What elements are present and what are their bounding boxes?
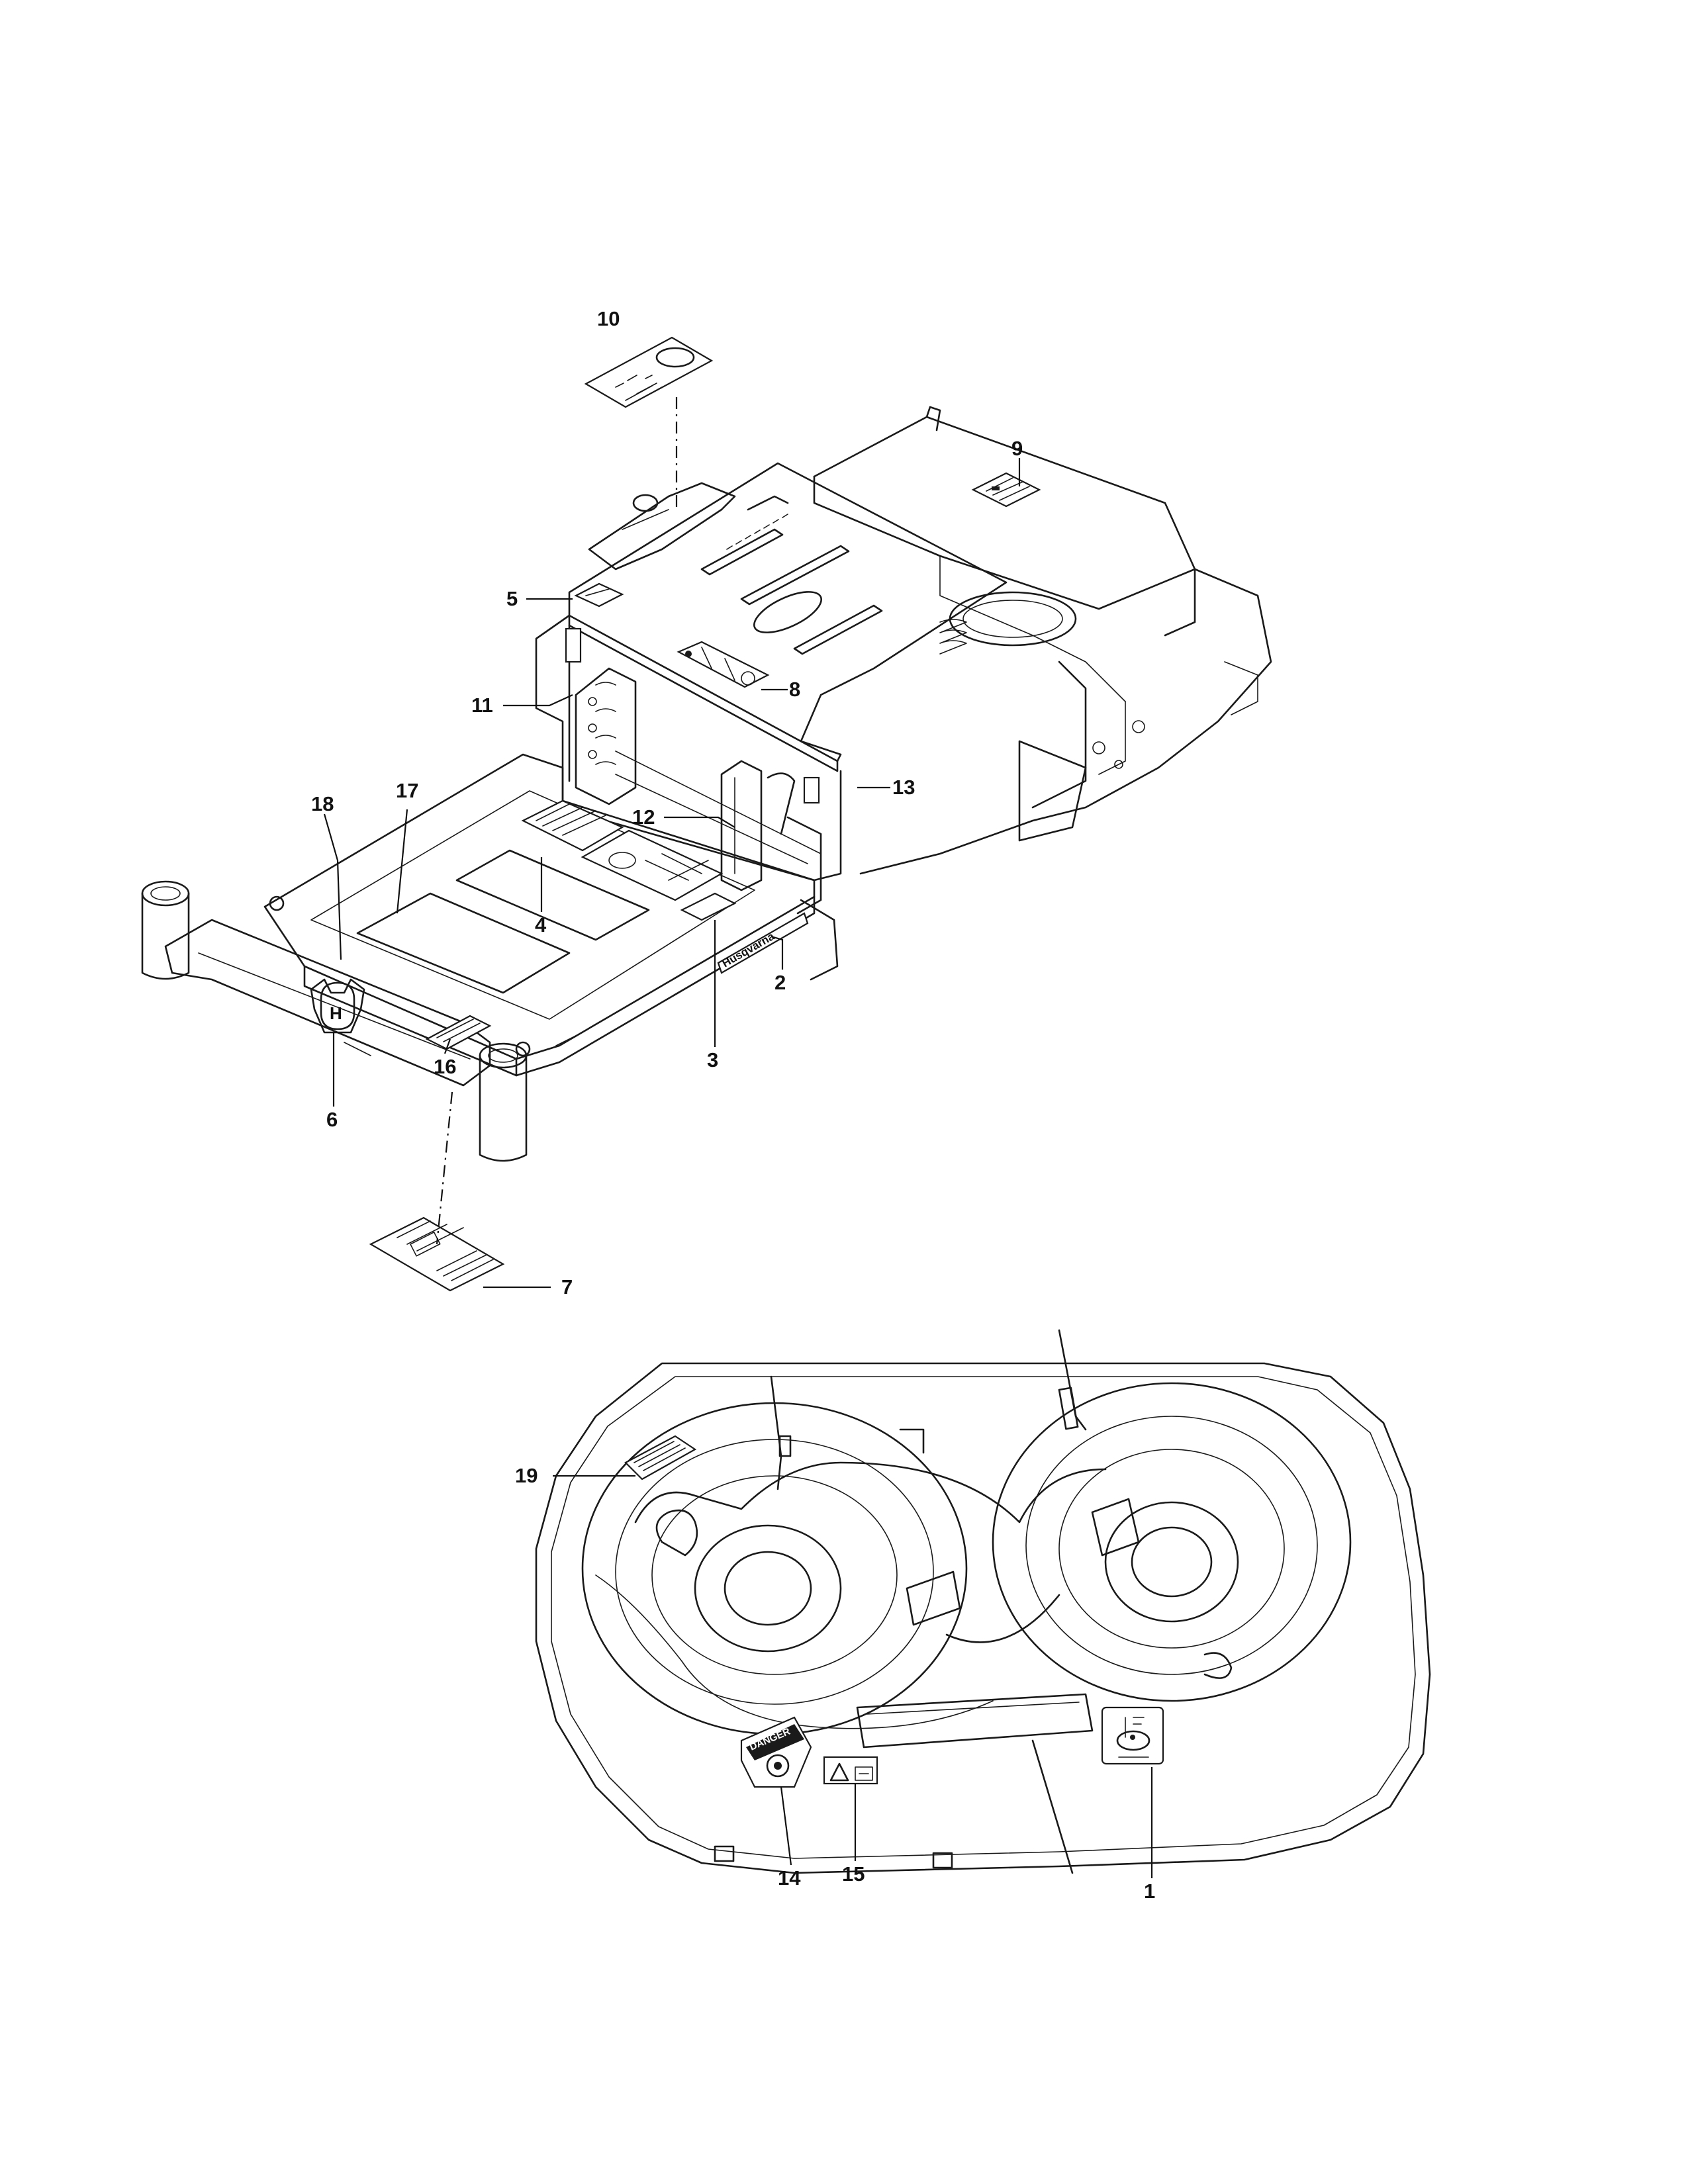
callout-14: 14 <box>778 1866 801 1889</box>
seat-plate-slots <box>700 514 883 655</box>
cutting-deck: DANGER <box>535 1329 1431 1874</box>
decal-item-19 <box>624 1435 697 1480</box>
decal-item-16 <box>425 1015 492 1050</box>
decal-item-9 <box>971 472 1041 508</box>
callout-18: 18 <box>311 792 334 815</box>
callout-11: 11 <box>471 694 493 717</box>
callout-8: 8 <box>789 678 800 701</box>
decal-item-5 <box>574 582 624 608</box>
callout-16: 16 <box>434 1055 456 1078</box>
callout-10: 10 <box>597 307 620 330</box>
callout-2: 2 <box>774 971 786 994</box>
caster-wheel-right <box>479 1042 528 1162</box>
callout-6: 6 <box>326 1108 338 1131</box>
callout-19: 19 <box>515 1464 538 1487</box>
callout-4: 4 <box>535 913 547 936</box>
callout-3: 3 <box>707 1048 718 1071</box>
callout-17: 17 <box>396 779 418 802</box>
decal-item-1 <box>1101 1706 1164 1765</box>
explode-line-7 <box>436 1091 453 1245</box>
callout-15: 15 <box>842 1862 865 1886</box>
callout-5: 5 <box>506 587 518 610</box>
callout-7: 7 <box>561 1275 573 1298</box>
decal-item-11-side <box>565 627 582 663</box>
callout-9: 9 <box>1011 437 1023 460</box>
callout-1: 1 <box>1144 1880 1155 1903</box>
brand-mark-letter: H <box>330 1003 342 1023</box>
brand-logo-decal: Husqvarna <box>717 912 809 974</box>
decal-item-10 <box>584 336 714 408</box>
callout-numbers: 10 9 5 8 11 13 17 18 12 4 2 3 16 6 7 19 … <box>311 307 1155 1903</box>
brand-mark-h: H <box>310 978 365 1034</box>
decal-item-15 <box>823 1756 878 1785</box>
decal-item-7 <box>369 1216 505 1292</box>
decal-item-8 <box>677 641 770 688</box>
callout-12: 12 <box>632 805 655 829</box>
decal-item-14: DANGER <box>740 1716 812 1788</box>
callout-13: 13 <box>892 776 915 799</box>
frame-assembly: H Husqvarna <box>141 406 1272 1162</box>
caster-wheel-left <box>141 880 190 980</box>
decal-item-4 <box>521 799 624 852</box>
decal-item-3 <box>581 829 737 921</box>
decal-item-13 <box>803 776 820 804</box>
leader-lines <box>323 458 1153 1878</box>
